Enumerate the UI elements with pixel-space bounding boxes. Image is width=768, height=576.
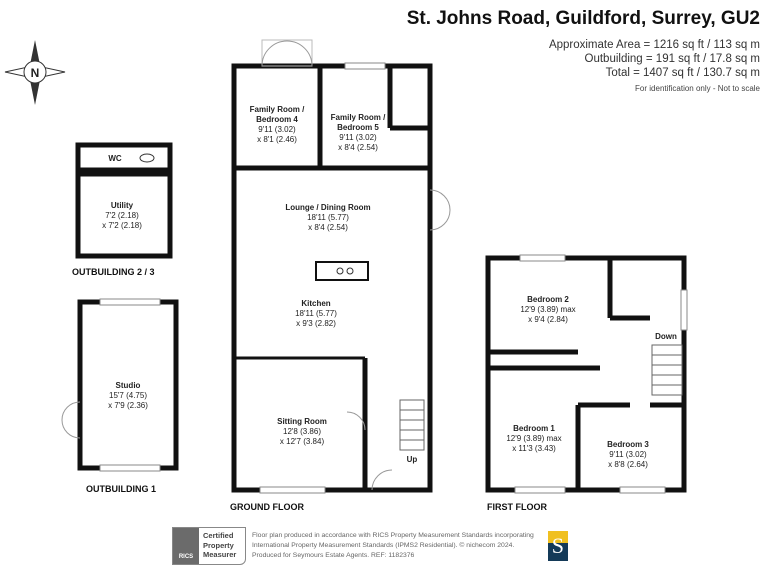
room-kitchen: Kitchen 18'11 (5.77) x 9'3 (2.82) — [295, 299, 337, 328]
agent-logo: S — [547, 531, 568, 561]
disclaimer: Floor plan produced in accordance with R… — [252, 531, 534, 561]
room-dimension: 18'11 (5.77) — [307, 213, 349, 222]
room-dimension: 9'11 (3.02) — [339, 133, 377, 142]
property-title: St. Johns Road, Guildford, Surrey, GU2 — [406, 8, 760, 29]
rics-badge-text: Certified — [203, 531, 234, 540]
compass-north-label: N — [31, 66, 40, 80]
rics-badge: RICS Certified Property Measurer — [172, 527, 246, 565]
room-studio: Studio 15'7 (4.75) x 7'9 (2.36) — [108, 381, 148, 410]
room-wc: WC — [108, 154, 122, 163]
disclaimer-line: International Property Measurement Stand… — [252, 542, 515, 549]
room-utility: Utility 7'2 (2.18) x 7'2 (2.18) — [102, 201, 142, 230]
stairs — [399, 344, 683, 451]
room-dimension: 9'11 (3.02) — [258, 125, 296, 134]
room-name: Bedroom 5 — [337, 123, 379, 132]
room-family-room-bedroom-5: Family Room / Bedroom 5 9'11 (3.02) x 8'… — [331, 113, 386, 152]
stairs-down-label: Down — [655, 332, 677, 341]
room-dimension: 12'9 (3.89) max — [520, 305, 575, 314]
room-name: Bedroom 4 — [256, 115, 298, 124]
hob-icon — [336, 267, 344, 275]
toilet-icon — [139, 153, 155, 163]
room-name: Bedroom 3 — [607, 440, 649, 449]
room-dimension: 12'9 (3.89) max — [506, 434, 561, 443]
room-dimension: 12'8 (3.86) — [283, 427, 321, 436]
total-area: Total = 1407 sq ft / 130.7 sq m — [605, 67, 760, 79]
room-dimension: x 12'7 (3.84) — [280, 437, 325, 446]
room-name: Bedroom 1 — [513, 424, 555, 433]
rics-logo: RICS — [173, 528, 199, 564]
room-name: Sitting Room — [277, 417, 327, 426]
room-bedroom-1: Bedroom 1 12'9 (3.89) max x 11'3 (3.43) — [506, 424, 561, 453]
kitchen-island — [315, 261, 369, 281]
stairs-up-label: Up — [407, 455, 418, 464]
hob-icon — [346, 267, 354, 275]
disclaimer-line: Produced for Seymours Estate Agents. REF… — [252, 552, 415, 559]
room-dimension: x 7'9 (2.36) — [108, 401, 148, 410]
room-dimension: x 8'8 (2.64) — [608, 460, 648, 469]
windows — [99, 62, 688, 494]
room-dimension: x 7'2 (2.18) — [102, 221, 142, 230]
room-dimension: 18'11 (5.77) — [295, 309, 337, 318]
compass-icon: N — [4, 40, 66, 105]
first-floor-label: FIRST FLOOR — [487, 502, 547, 512]
footer: RICS Certified Property Measurer Floor p… — [172, 527, 568, 565]
rics-badge-text: Measurer — [203, 550, 237, 559]
room-family-room-bedroom-4: Family Room / Bedroom 4 9'11 (3.02) x 8'… — [250, 105, 305, 144]
area-summary: Approximate Area = 1216 sq ft / 113 sq m… — [549, 38, 760, 80]
room-dimension: x 8'1 (2.46) — [257, 135, 297, 144]
scale-note: For identification only - Not to scale — [635, 84, 760, 93]
disclaimer-line: Floor plan produced in accordance with R… — [252, 532, 534, 539]
room-dimension: x 8'4 (2.54) — [308, 223, 348, 232]
room-bedroom-2: Bedroom 2 12'9 (3.89) max x 9'4 (2.84) — [520, 295, 575, 324]
outbuilding-1-label: OUTBUILDING 1 — [86, 484, 156, 494]
walls — [75, 63, 687, 493]
room-lounge-dining: Lounge / Dining Room 18'11 (5.77) x 8'4 … — [285, 203, 370, 232]
room-sitting-room: Sitting Room 12'8 (3.86) x 12'7 (3.84) — [277, 417, 327, 446]
room-name: Studio — [116, 381, 141, 390]
room-name: Bedroom 2 — [527, 295, 569, 304]
room-dimension: x 9'3 (2.82) — [296, 319, 336, 328]
room-name: Family Room / — [250, 105, 305, 114]
room-dimension: x 9'4 (2.84) — [528, 315, 568, 324]
room-name: Family Room / — [331, 113, 386, 122]
outbuilding-2-3-label: OUTBUILDING 2 / 3 — [72, 267, 155, 277]
room-bedroom-3: Bedroom 3 9'11 (3.02) x 8'8 (2.64) — [607, 440, 649, 469]
room-dimension: x 8'4 (2.54) — [338, 143, 378, 152]
doors — [61, 39, 451, 491]
ground-floor-label: GROUND FLOOR — [230, 502, 304, 512]
outbuilding-area: Outbuilding = 191 sq ft / 17.8 sq m — [584, 53, 760, 65]
room-name: Kitchen — [301, 299, 330, 308]
room-name: Utility — [111, 201, 134, 210]
approximate-area: Approximate Area = 1216 sq ft / 113 sq m — [548, 39, 760, 51]
room-dimension: 15'7 (4.75) — [109, 391, 147, 400]
room-name: Lounge / Dining Room — [285, 203, 370, 212]
room-dimension: x 11'3 (3.43) — [512, 444, 556, 453]
room-dimension: 7'2 (2.18) — [105, 211, 139, 220]
rics-badge-text: Property — [203, 540, 234, 550]
room-dimension: 9'11 (3.02) — [609, 450, 647, 459]
